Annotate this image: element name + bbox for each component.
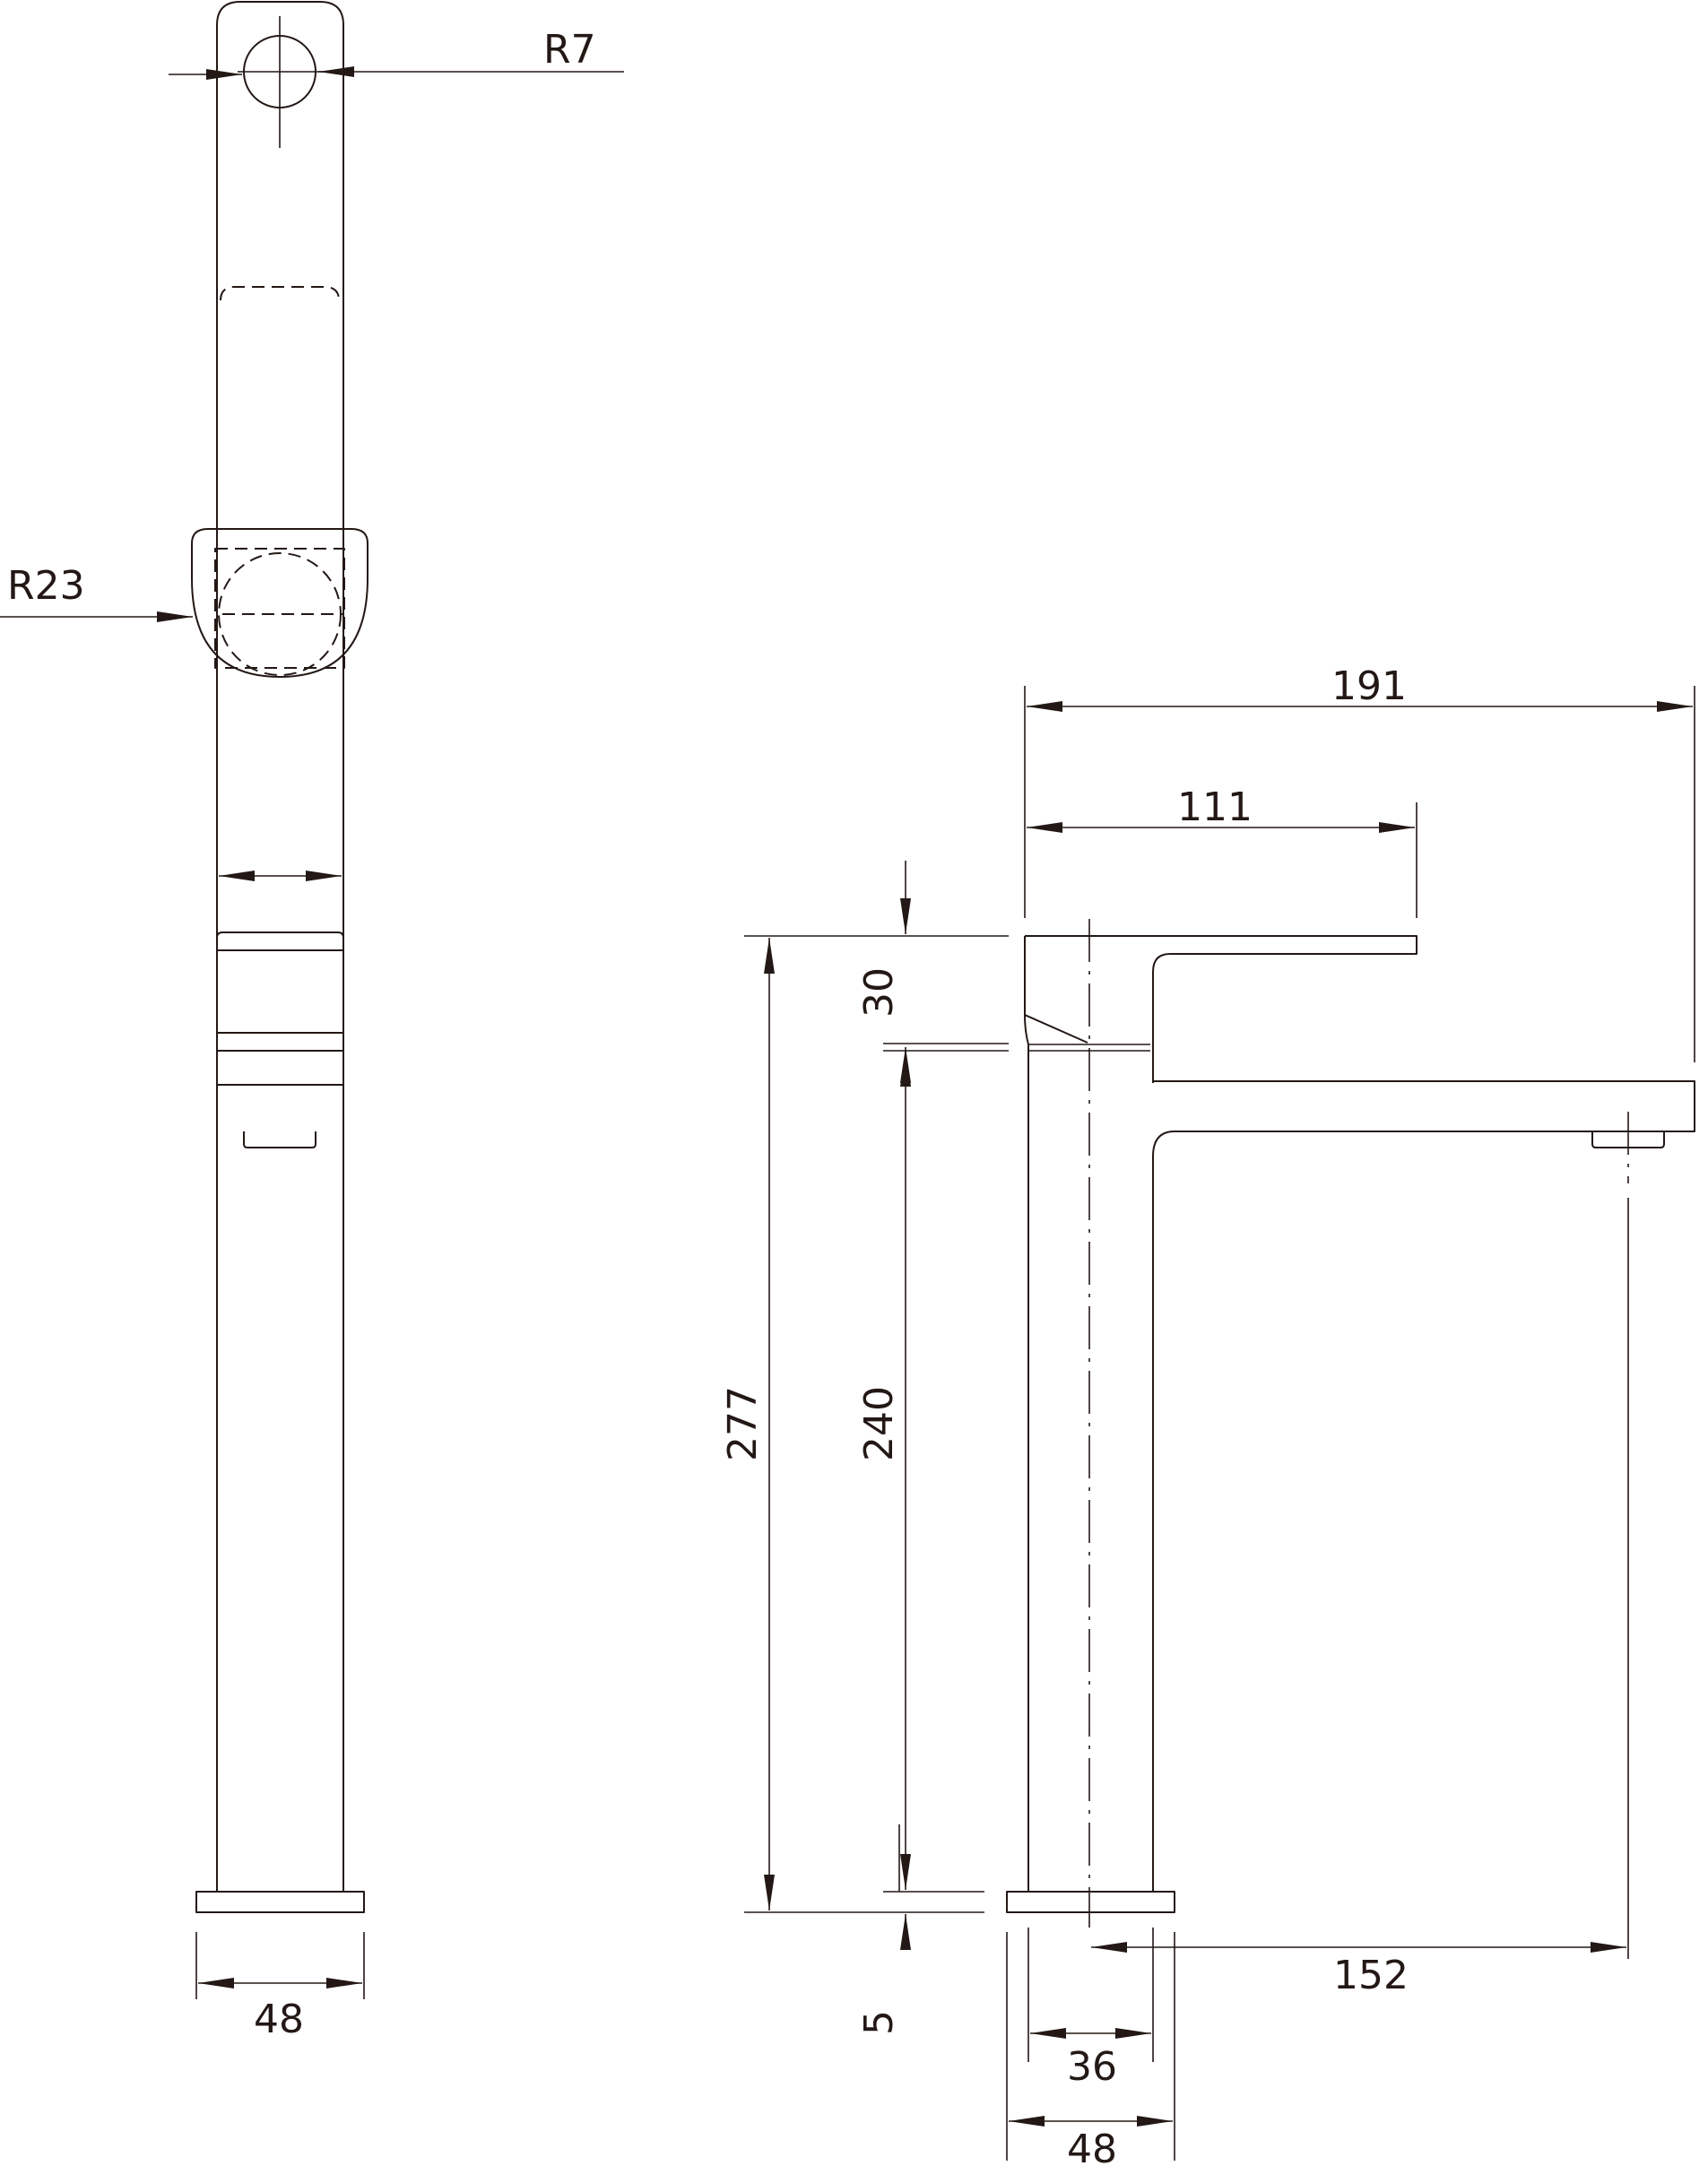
dimension-30: 30 [856,861,911,1085]
dim-label-36: 36 [1067,2044,1117,2090]
front-extension-lines [744,935,1009,1913]
dimension-111: 111 [1027,784,1418,918]
dimension-36: 36 [1027,1928,1154,2090]
dim-label-191: 191 [1331,663,1407,709]
dim-label-48-base: 48 [1067,2127,1117,2166]
dim-label-r23: R23 [7,563,85,609]
dim-label-111: 111 [1177,784,1253,830]
dimension-5: 5 [856,1914,911,2035]
dim-label-240: 240 [856,1386,902,1461]
dimension-48-base: 48 [1006,1932,1175,2166]
dim-label-48-side: 48 [254,1997,304,2042]
dimension-48-side: 48 [195,1932,365,2042]
side-view [195,931,365,1913]
dimension-152: 152 [1091,1942,1626,1998]
dimension-240: 240 [856,1051,911,1892]
front-view [1006,919,1695,1959]
dimension-277: 277 [720,938,775,1910]
top-view [191,1,368,1053]
dimension-r23: R23 [0,563,193,622]
dim-label-277: 277 [720,1386,766,1461]
dim-label-r7: R7 [543,27,596,73]
dimension-r7: R7 [169,27,624,80]
dim-label-30: 30 [856,967,902,1018]
dim-label-152: 152 [1333,1953,1409,1998]
dimension-side-top-width [216,856,344,914]
dimension-191: 191 [1024,663,1695,1062]
dim-label-5: 5 [856,2010,902,2035]
